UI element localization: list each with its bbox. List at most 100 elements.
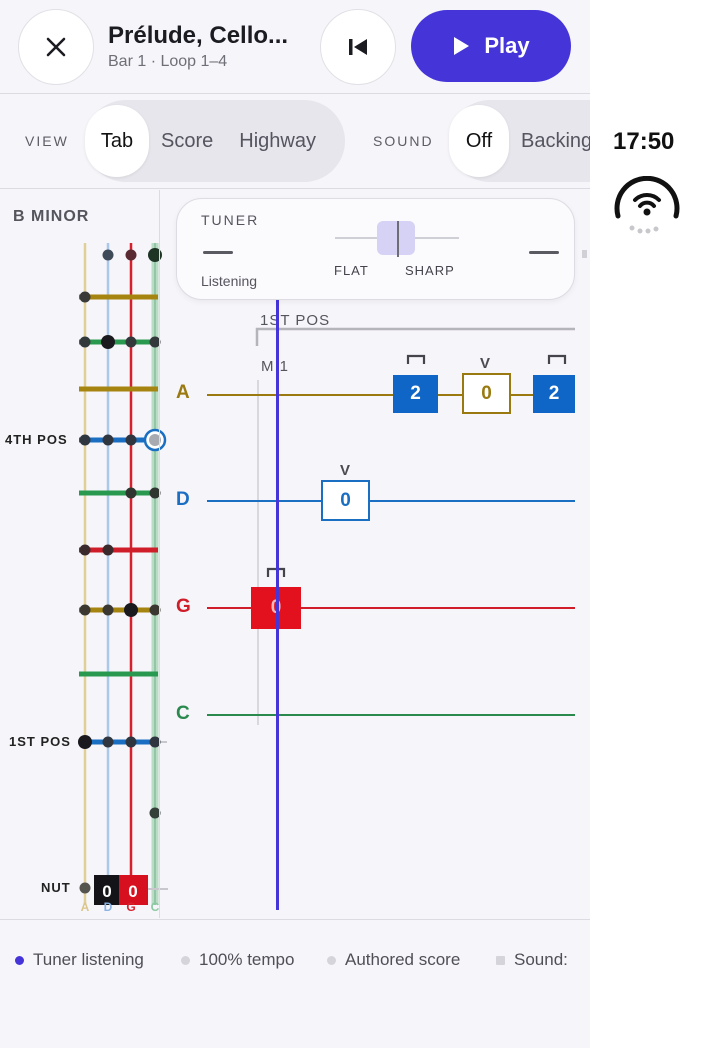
finger-dot — [149, 487, 161, 499]
finger-dot — [79, 336, 91, 348]
key-signature-label: B MINOR — [13, 208, 90, 225]
play-button[interactable]: Play — [411, 10, 571, 82]
measure-number: M 1 — [261, 358, 290, 375]
status-sound: Sound: — [496, 950, 568, 970]
finger-dot — [149, 736, 161, 748]
tab-string-label-c: C — [176, 703, 190, 724]
tab-position-label: 1ST POS — [260, 312, 331, 329]
status-tuner-text: Tuner listening — [33, 950, 144, 969]
tuner-note-placeholder — [203, 251, 233, 254]
open-string-box-d — [94, 875, 119, 905]
tab-string-label-g: G — [176, 596, 191, 617]
wifi-icon — [614, 176, 680, 234]
status-tempo-text: 100% tempo — [199, 950, 295, 969]
finger-dot — [79, 882, 91, 894]
skip-back-icon — [349, 39, 367, 55]
status-square — [496, 955, 505, 965]
tab-note[interactable]: 2 — [533, 375, 575, 413]
finger-dot — [125, 336, 137, 348]
down-bow-icon — [406, 354, 426, 364]
close-icon — [46, 37, 66, 57]
string-letter-d: D — [104, 900, 113, 914]
tuner-meter-indicator — [377, 221, 415, 255]
header: Prélude, Cello... Bar 1 · Loop 1–4 Play — [0, 0, 590, 94]
status-tuner: Tuner listening — [15, 950, 144, 970]
position-label-1st: 1ST POS — [9, 734, 71, 749]
sound-option-off[interactable]: Off — [449, 105, 509, 177]
tab-string-label-a: A — [176, 382, 190, 403]
finger-dot — [79, 434, 91, 446]
finger-dot — [149, 336, 161, 348]
scroll-indicator[interactable] — [582, 250, 587, 258]
view-option-highway[interactable]: Highway — [239, 129, 316, 152]
tuner-needle — [397, 221, 399, 257]
finger-dot — [149, 604, 161, 616]
tuner-sharp-label: SHARP — [405, 263, 455, 278]
finger-dot — [149, 807, 161, 819]
tab-note[interactable]: 0 — [321, 480, 370, 521]
tuner-panel: TUNER Listening FLAT SHARP — [176, 198, 575, 300]
tuner-status: Listening — [201, 273, 258, 289]
status-dot — [181, 955, 190, 965]
sound-label: SOUND — [373, 133, 434, 149]
view-option-tab[interactable]: Tab — [85, 105, 149, 177]
finger-dot — [102, 604, 114, 616]
finger-dot — [102, 434, 114, 446]
status-tempo: 100% tempo — [181, 950, 294, 970]
view-option-score[interactable]: Score — [161, 129, 214, 152]
status-score-text: Authored score — [345, 950, 461, 969]
status-bar: Tuner listening 100% tempo Authored scor… — [0, 919, 590, 999]
status-dot — [15, 955, 24, 965]
finger-dot — [79, 604, 91, 616]
view-label: VIEW — [25, 133, 69, 149]
string-letter-g: G — [126, 900, 135, 914]
finger-dot — [125, 434, 137, 446]
finger-dot — [79, 291, 91, 303]
tuner-title: TUNER — [201, 212, 260, 228]
finger-dot — [101, 335, 115, 349]
system-clock: 17:50 — [613, 128, 675, 155]
bar-loop-info: Bar 1 · Loop 1–4 — [108, 53, 228, 70]
system-sidebar — [590, 0, 720, 1048]
sound-option-backing[interactable]: Backing — [521, 129, 590, 152]
status-score: Authored score — [327, 950, 460, 970]
up-bow-mark: V — [340, 462, 351, 479]
finger-dot — [78, 735, 92, 749]
fingerboard-diagram[interactable]: 0 0 A D G C — [0, 190, 170, 915]
finger-dot — [148, 248, 162, 262]
current-note-marker-inner — [149, 434, 161, 446]
finger-dot — [124, 603, 138, 617]
tab-staff[interactable] — [160, 300, 590, 915]
app-window: Prélude, Cello... Bar 1 · Loop 1–4 Play … — [0, 0, 590, 999]
tab-string-label-d: D — [176, 489, 190, 510]
tab-note[interactable]: 2 — [393, 375, 438, 413]
finger-dot — [79, 544, 91, 556]
open-string-box-g — [119, 875, 148, 905]
skip-back-button[interactable] — [320, 9, 396, 85]
tuner-flat-label: FLAT — [334, 263, 369, 278]
position-bracket — [255, 327, 575, 346]
finger-dot — [102, 249, 114, 261]
position-label-4th: 4TH POS — [5, 432, 68, 447]
open-string-value: 0 — [128, 882, 137, 901]
finger-dot — [125, 249, 137, 261]
tab-note[interactable]: 0 — [462, 373, 511, 414]
down-bow-icon — [547, 354, 567, 364]
play-icon — [454, 37, 470, 55]
position-label-nut: NUT — [41, 880, 71, 895]
up-bow-mark: V — [480, 355, 491, 372]
sound-segmented-control: Off Backing — [449, 100, 590, 182]
view-toolbar: VIEW Tab Score Highway SOUND Off Backing — [0, 95, 590, 189]
status-sound-text: Sound: — [514, 950, 568, 969]
panel-divider — [159, 190, 160, 918]
string-letter-a: A — [81, 900, 90, 914]
finger-dot — [125, 736, 137, 748]
playhead[interactable] — [276, 205, 279, 910]
status-dot — [327, 955, 336, 965]
tuner-cents-placeholder — [529, 251, 559, 254]
close-button[interactable] — [18, 9, 94, 85]
string-letter-c: C — [151, 900, 160, 914]
piece-title: Prélude, Cello... — [108, 22, 289, 49]
finger-dot — [125, 487, 137, 499]
view-segmented-control: Tab Score Highway — [85, 100, 345, 182]
